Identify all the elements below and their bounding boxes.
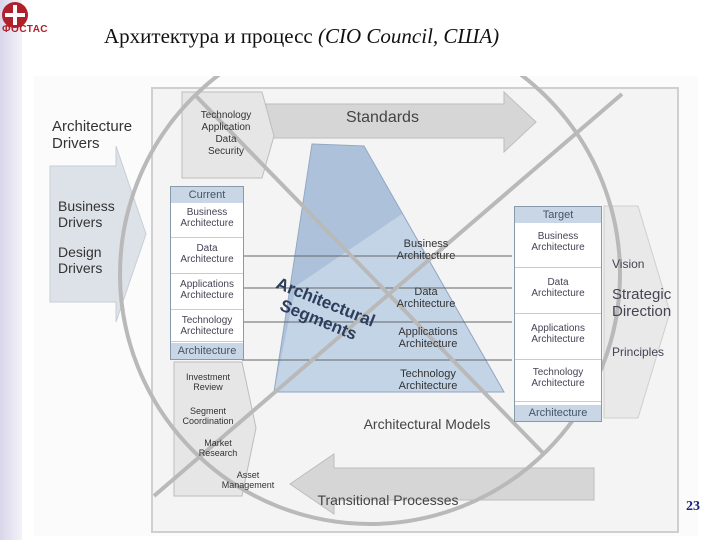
overlay-cross-1 xyxy=(192,92,546,456)
current-data-line-1: Data xyxy=(196,243,218,254)
transitional-item-segment: Segment Coordination xyxy=(176,406,240,426)
model-applications-line-2: Architecture xyxy=(398,338,458,350)
logo-text: ФОСТАС xyxy=(2,24,48,35)
target-technology-line-1: Technology xyxy=(532,367,584,378)
diagram-frame: Architecture Drivers Business Drivers De… xyxy=(34,76,698,536)
target-business-line-2: Architecture xyxy=(531,242,585,253)
current-data-line-2: Architecture xyxy=(180,254,234,265)
model-business-line-1: Business xyxy=(403,238,449,250)
slide-title: Архитектура и процесс (CIO Council, США) xyxy=(104,24,499,49)
current-technology-line-1: Technology xyxy=(181,315,233,326)
target-footer: Architecture xyxy=(515,405,601,421)
current-applications-line-2: Architecture xyxy=(180,290,234,301)
title-source: (CIO Council, США) xyxy=(318,24,500,48)
drivers-heading-line-2: Drivers xyxy=(52,135,100,152)
target-applications-line-2: Architecture xyxy=(531,334,585,345)
target-applications-line-1: Applications xyxy=(531,323,585,334)
design-drivers-label: Design Drivers xyxy=(58,244,102,276)
models-caption: Architectural Models xyxy=(363,416,491,432)
current-technology: Technology Architecture xyxy=(171,315,243,342)
market-line-1: Market xyxy=(204,438,232,448)
target-business-line-1: Business xyxy=(537,231,579,242)
drivers-arrow xyxy=(49,145,147,323)
model-layer-business: Business Architecture xyxy=(386,238,466,262)
current-applications-line-1: Applications xyxy=(180,279,234,290)
title-main: Архитектура и процесс xyxy=(104,24,313,48)
target-header: Target xyxy=(515,207,601,223)
investment-line-2: Review xyxy=(193,382,223,392)
current-architecture-stack: Current Business Architecture Data Archi… xyxy=(170,186,244,360)
business-drivers-line-2: Drivers xyxy=(58,214,103,230)
drivers-heading-line-1: Architecture xyxy=(52,118,133,135)
current-footer: Architecture xyxy=(171,343,243,359)
overlay-cross-2 xyxy=(152,92,624,498)
model-data-line-1: Data xyxy=(414,286,438,298)
transitional-arrow xyxy=(289,453,595,515)
target-technology: Technology Architecture xyxy=(515,367,601,402)
direction-label: Direction xyxy=(612,303,672,320)
model-applications-line-1: Applications xyxy=(398,326,458,338)
model-data-line-2: Architecture xyxy=(396,298,456,310)
market-line-2: Research xyxy=(198,448,238,458)
segment-line-1: Segment xyxy=(189,406,227,416)
standards-items: Technology Application Data Security xyxy=(196,110,256,158)
current-technology-line-2: Architecture xyxy=(180,326,234,337)
target-data-line-1: Data xyxy=(547,277,569,288)
design-drivers-line-2: Drivers xyxy=(58,260,103,276)
business-drivers-line-1: Business xyxy=(58,198,115,214)
asset-line-2: Management xyxy=(221,480,275,490)
model-layer-technology: Technology Architecture xyxy=(386,368,470,392)
standards-label: Standards xyxy=(346,109,419,126)
transitional-item-asset: Asset Management xyxy=(212,470,284,490)
target-data: Data Architecture xyxy=(515,277,601,314)
target-data-line-2: Architecture xyxy=(531,288,585,299)
vision-label: Vision xyxy=(612,257,645,271)
target-architecture-stack: Target Business Architecture Data Archit… xyxy=(514,206,602,422)
target-applications: Applications Architecture xyxy=(515,323,601,360)
transitional-item-market: Market Research xyxy=(186,438,250,458)
drivers-heading: Architecture Drivers xyxy=(52,118,132,152)
model-technology-line-1: Technology xyxy=(400,368,456,380)
business-drivers-label: Business Drivers xyxy=(58,198,115,230)
strategic-direction-label: Strategic Direction xyxy=(612,286,671,320)
standards-item-security: Security xyxy=(207,146,245,157)
principles-label: Principles xyxy=(612,345,665,359)
standards-item-technology: Technology xyxy=(200,110,252,121)
logo-cross-icon xyxy=(2,2,28,28)
current-data: Data Architecture xyxy=(171,243,243,274)
asset-line-1: Asset xyxy=(236,470,260,480)
target-business: Business Architecture xyxy=(515,231,601,268)
sidebar-stripe xyxy=(0,0,22,540)
standards-arrow xyxy=(265,90,537,154)
standards-item-data: Data xyxy=(215,134,237,145)
current-business-line-2: Architecture xyxy=(180,218,234,229)
model-business-line-2: Architecture xyxy=(396,250,456,262)
current-business: Business Architecture xyxy=(171,207,243,238)
target-technology-line-2: Architecture xyxy=(531,378,585,389)
page-number: 23 xyxy=(686,499,700,514)
model-layer-data: Data Architecture xyxy=(386,286,466,310)
standards-shield xyxy=(181,91,275,179)
company-logo: ФОСТАС xyxy=(2,2,72,36)
current-applications: Applications Architecture xyxy=(171,279,243,310)
current-business-line-1: Business xyxy=(186,207,228,218)
investment-line-1: Investment xyxy=(185,372,231,382)
design-drivers-line-1: Design xyxy=(58,244,102,260)
transitional-item-investment: Investment Review xyxy=(176,372,240,392)
model-layer-applications: Applications Architecture xyxy=(386,326,470,350)
current-header: Current xyxy=(171,187,243,203)
models-pyramid-shade xyxy=(274,144,402,392)
model-technology-line-2: Architecture xyxy=(398,380,458,392)
strategic-label: Strategic xyxy=(612,286,672,303)
standards-item-application: Application xyxy=(201,122,251,133)
segment-line-2: Coordination xyxy=(182,416,234,426)
transitional-label: Transitional Processes xyxy=(317,492,459,508)
overlay-circle xyxy=(118,76,622,526)
